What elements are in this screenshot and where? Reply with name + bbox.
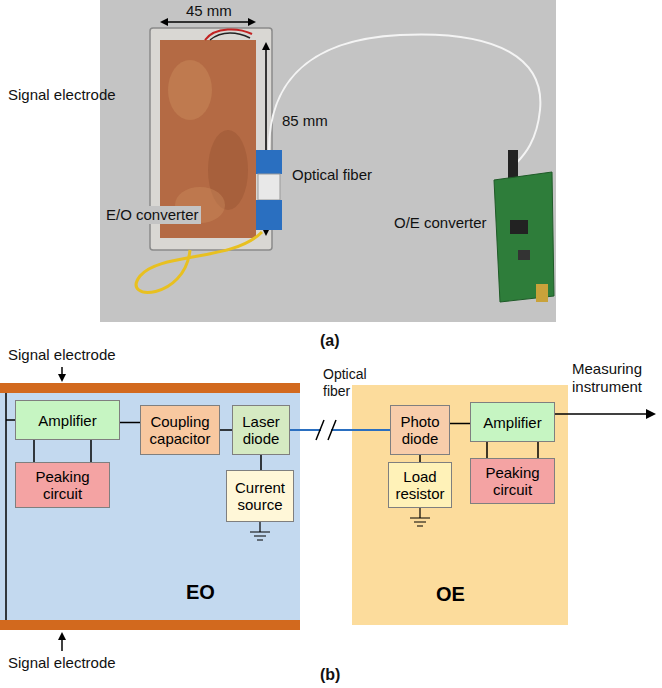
process-box: Laser diode (232, 405, 290, 455)
part-label: 85 mm (280, 112, 330, 130)
block-label: Current source (231, 479, 289, 513)
input-wire (6, 419, 15, 421)
process-box: Amplifier (470, 402, 555, 442)
block-label: Peaking circuit (475, 464, 550, 498)
dimension-arrowhead (160, 18, 256, 26)
output-arrow (555, 413, 648, 415)
converter-fill (0, 383, 300, 630)
electrode-bar (0, 383, 300, 393)
chip (510, 220, 528, 234)
photo-background (100, 0, 556, 322)
optical-receptacle (508, 150, 518, 180)
signal-wire (260, 455, 262, 470)
block-label: Load resistor (393, 468, 447, 502)
signal-wire (120, 422, 140, 424)
copper-texture (168, 60, 212, 120)
input-wire (5, 393, 7, 620)
pointer-arrowhead (58, 632, 66, 640)
fiber-connector (256, 200, 282, 230)
process-box: Load resistor (388, 462, 452, 508)
part-label: Measuring instrument (572, 360, 660, 396)
converter-fill (352, 385, 568, 625)
block-label: Coupling capacitor (145, 413, 215, 447)
oe-circuit-board (494, 172, 554, 302)
block-label: Peaking circuit (20, 468, 105, 502)
block-title: EO (186, 581, 215, 603)
chip (518, 250, 530, 260)
fiber-break-mark (316, 420, 336, 440)
block-label: Amplifier (38, 412, 96, 429)
block-title: OE (436, 583, 465, 605)
block-label: Photo diode (395, 413, 445, 447)
sma-connector (536, 284, 548, 302)
process-box: Coupling capacitor (140, 405, 220, 455)
process-box: Amplifier (15, 400, 120, 440)
signal-wire (537, 442, 539, 458)
part-label: O/E converter (392, 214, 489, 232)
part-label: Optical fiber (290, 166, 374, 184)
fiber-adapter (258, 174, 280, 200)
lead-wire (210, 33, 250, 40)
part-label: E/O converter (104, 206, 201, 224)
signal-wire (290, 429, 390, 431)
panel-label: (a) (320, 332, 340, 350)
signal-wire (486, 442, 488, 458)
signal-wire (220, 429, 232, 431)
process-box: Photo diode (390, 405, 450, 455)
output-arrowhead (646, 409, 656, 419)
ground-symbol (410, 518, 430, 526)
ground-symbol (250, 532, 270, 540)
ground-wire (419, 508, 420, 518)
lead-wire (205, 29, 252, 40)
ground-wire (259, 522, 260, 532)
signal-wire (450, 423, 470, 425)
block-label: Amplifier (483, 414, 541, 431)
signal-wire (90, 440, 92, 462)
optical-fiber (269, 34, 540, 172)
converter-box: EO AmplifierPeaking circuit Coupling capac… (0, 383, 300, 630)
part-label: Signal electrode (8, 346, 116, 364)
yellow-fiber (136, 232, 262, 292)
part-label: Signal electrode (8, 654, 116, 672)
pointer-arrowhead (58, 374, 66, 382)
part-label: Signal electrode (8, 86, 116, 104)
panel-label: (b) (320, 666, 340, 684)
signal-wire (33, 440, 35, 462)
fiber-connector (256, 150, 282, 174)
part-label: 45 mm (186, 2, 232, 20)
process-box: Current source (226, 470, 294, 522)
converter-box: OE Photo diodeLoad resistor AmplifierPeaki… (352, 385, 568, 625)
process-box: Peaking circuit (470, 458, 555, 504)
block-label: Laser diode (237, 413, 285, 447)
electrode-bar (0, 620, 300, 630)
dimension-arrow (162, 21, 254, 23)
signal-wire (419, 455, 421, 462)
edge-label: Optical fiber (323, 366, 373, 400)
process-box: Peaking circuit (15, 462, 110, 508)
